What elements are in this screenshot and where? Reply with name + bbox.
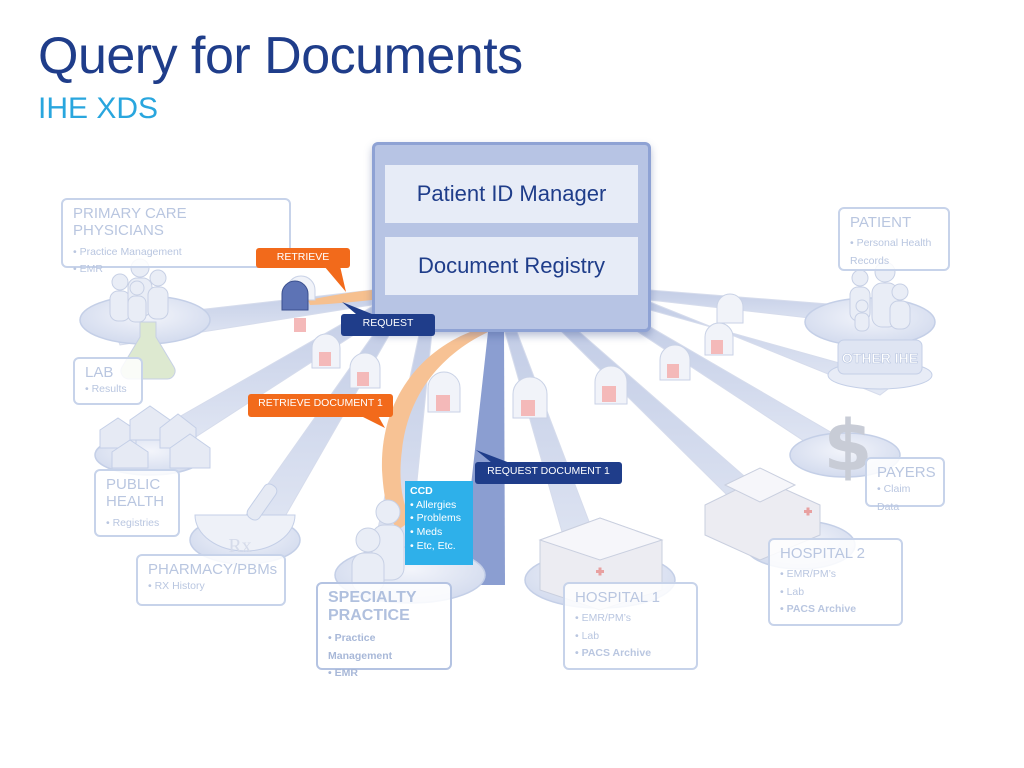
node-item: EMR [328,665,440,683]
request-document-callout: REQUEST DOCUMENT 1 [475,462,622,484]
node-items: EMR/PM’s Lab PACS Archive [575,610,686,662]
node-items: Results [85,381,131,399]
node-primary-care: PRIMARY CARE PHYSICIANS Practice Managem… [61,198,291,275]
node-item: Registries [106,515,168,533]
node-title: PHARMACY/PBMs [148,561,278,578]
ccd-document: CCD Allergies Problems Meds Etc, Etc. [405,481,473,565]
request-document-callout-tail [476,450,510,463]
ccd-item: Problems [410,512,468,526]
node-item: EMR [73,261,279,279]
node-pharmacy: PHARMACY/PBMs RX History [136,554,286,606]
node-title: PRIMARY CARE PHYSICIANS [73,205,187,240]
node-items: Claim Data [877,481,933,517]
node-title: HOSPITAL 1 [575,589,661,606]
node-item: EMR/PM’s [780,566,891,583]
node-item: Personal Health Records [850,235,938,271]
node-public-health: PUBLIC HEALTH Registries [94,469,180,537]
ccd-items: Allergies Problems Meds Etc, Etc. [410,499,468,554]
node-title: PAYERS [877,464,936,481]
hospital2-cross-icon [804,507,812,516]
request-callout: REQUEST [341,314,435,336]
node-item: RX History [148,578,274,596]
retrieve-document-callout-tail [357,414,385,428]
page-subtitle: IHE XDS [38,92,159,125]
node-item: Claim Data [877,481,933,517]
ccd-item: Allergies [410,499,468,513]
node-item: EMR/PM’s [575,610,686,627]
pharmacy-mortar-icon: Rx [194,483,296,557]
retrieve-document-callout: RETRIEVE DOCUMENT 1 [248,394,393,417]
node-item: PACS Archive [780,601,891,618]
node-item: PACS Archive [575,645,686,662]
page-title: Query for Documents [38,27,523,85]
node-hospital1: HOSPITAL 1 EMR/PM’s Lab PACS Archive [563,582,698,670]
node-item: Practice Management [328,630,440,666]
retrieve-path-primary [308,290,372,305]
node-item: Lab [780,584,891,601]
payers-dollar-icon: $ [824,405,873,487]
node-item: Practice Management [73,244,279,262]
patient-id-manager: Patient ID Manager [385,165,638,223]
public-health-houses-icon [99,405,211,469]
document-registry: Document Registry [385,237,638,295]
other-ihe-icon: OTHER IHE [827,339,933,390]
node-item: Lab [575,628,686,645]
active-dome-icon [281,280,309,311]
node-specialty-practice: SPECIALTY PRACTICE Practice Management E… [316,582,452,679]
request-callout-tail [342,302,372,314]
node-patient: PATIENT Personal Health Records [838,207,950,271]
ccd-title: CCD [410,485,433,497]
node-item: Results [85,381,131,399]
document-registry-hub: Patient ID Manager Document Registry [372,142,651,332]
retrieve-callout-tail [324,266,346,292]
node-hospital2: HOSPITAL 2 EMR/PM’s Lab PACS Archive [768,538,903,626]
node-title: LAB [85,364,114,381]
svg-text:Rx: Rx [228,535,251,557]
node-title: SPECIALTY PRACTICE [328,589,417,625]
node-items: Registries [106,515,168,533]
node-lab: LAB Results [73,357,143,405]
node-title: HOSPITAL 2 [780,545,866,562]
node-title: PATIENT [850,214,912,231]
node-items: Personal Health Records [850,235,938,271]
node-title: PUBLIC HEALTH [106,476,165,511]
node-items: EMR/PM’s Lab PACS Archive [780,566,891,618]
ccd-item: Etc, Etc. [410,540,468,554]
hospital1-cross-icon [596,567,604,576]
retrieve-path-specialty [381,332,488,530]
specialty-people-icon [351,499,405,594]
node-items: Practice Management EMR [328,630,440,684]
node-payers: PAYERS Claim Data [865,457,945,513]
node-items: RX History [148,578,274,596]
other-ihe-label: OTHER IHE [842,350,918,366]
document-dome-accents [294,318,723,416]
node-items: Practice Management EMR [73,244,279,280]
patient-family-icon [849,261,911,332]
ccd-item: Meds [410,526,468,540]
retrieve-callout: RETRIEVE [256,248,350,268]
